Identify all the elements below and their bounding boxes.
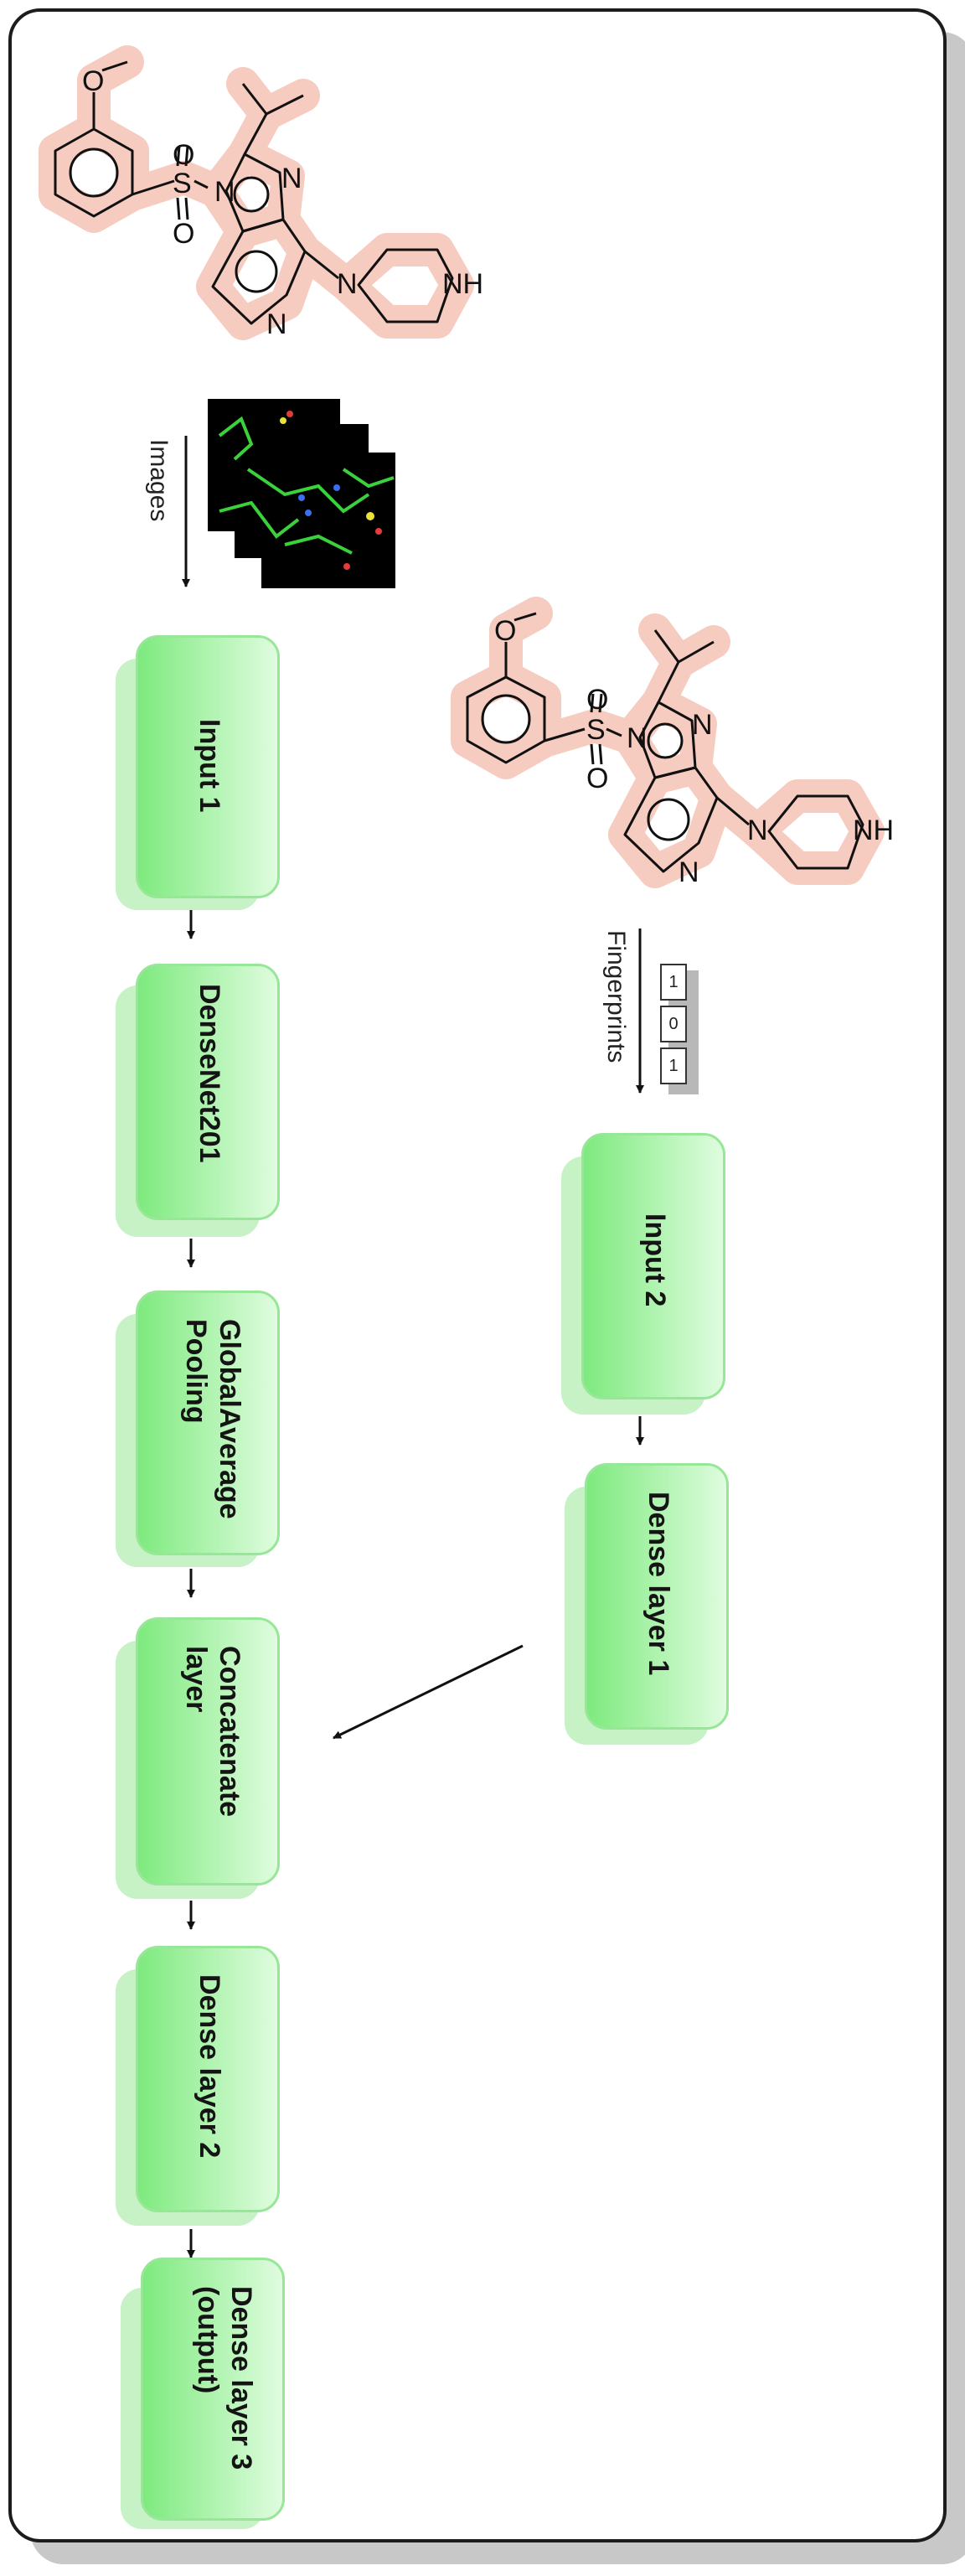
right-molecule: O S O O N N N N NH	[451, 597, 894, 888]
node-label: Input 1	[194, 719, 225, 813]
atom-n: N	[281, 163, 302, 194]
fingerprint-bit: 0	[660, 1006, 687, 1042]
atom-n: N	[266, 308, 287, 340]
connectors	[182, 436, 644, 2258]
atom-o: O	[173, 218, 194, 250]
node-label: (output)	[192, 2286, 224, 2394]
atom-o: O	[494, 615, 516, 647]
image-stack	[208, 399, 395, 588]
atom-n: N	[627, 722, 648, 754]
node-label: Dense layer 3	[225, 2286, 257, 2470]
node-densenet201: DenseNet201	[116, 964, 283, 1240]
fingerprints-label: Fingerprints	[602, 930, 630, 1063]
node-label: Concatenate	[214, 1646, 245, 1818]
node-input-2: Input 2	[561, 1133, 729, 1418]
fingerprint-bit: 1	[660, 1047, 687, 1084]
images-label: Images	[145, 439, 173, 522]
atom-nh: NH	[442, 268, 483, 300]
node-dense-layer-1: Dense layer 1	[565, 1463, 732, 1748]
atom-nh: NH	[853, 815, 894, 846]
atom-n: N	[679, 856, 699, 888]
node-label: Input 2	[639, 1213, 671, 1307]
node-label: Dense layer 2	[194, 1974, 225, 2159]
node-concatenate-layer: Concatenate layer	[116, 1617, 283, 1902]
node-label: Pooling	[180, 1319, 212, 1424]
left-molecule: O S O O N N N N NH	[39, 45, 483, 340]
fingerprint-bit: 1	[660, 964, 687, 1001]
node-label: DenseNet201	[194, 984, 225, 1163]
atom-n: N	[747, 815, 768, 846]
node-label: Dense layer 1	[642, 1492, 674, 1676]
arrow-dense1-concat	[333, 1644, 524, 1740]
node-global-average-pooling: GlobalAverage Pooling	[116, 1291, 283, 1570]
atom-o: O	[82, 65, 104, 97]
atom-o: O	[586, 763, 608, 794]
atom-s: S	[173, 168, 192, 199]
node-label: layer	[180, 1646, 212, 1713]
node-label: GlobalAverage	[214, 1319, 245, 1519]
node-input-1: Input 1	[116, 635, 283, 912]
atom-o: O	[173, 139, 194, 171]
atom-o: O	[586, 684, 608, 716]
atom-s: S	[586, 714, 606, 746]
node-dense-layer-2: Dense layer 2	[116, 1946, 283, 2231]
atom-n: N	[337, 268, 358, 300]
node-dense-layer-3-output: Dense layer 3 (output)	[121, 2258, 288, 2531]
atom-n: N	[692, 709, 713, 741]
atom-n: N	[214, 176, 235, 208]
